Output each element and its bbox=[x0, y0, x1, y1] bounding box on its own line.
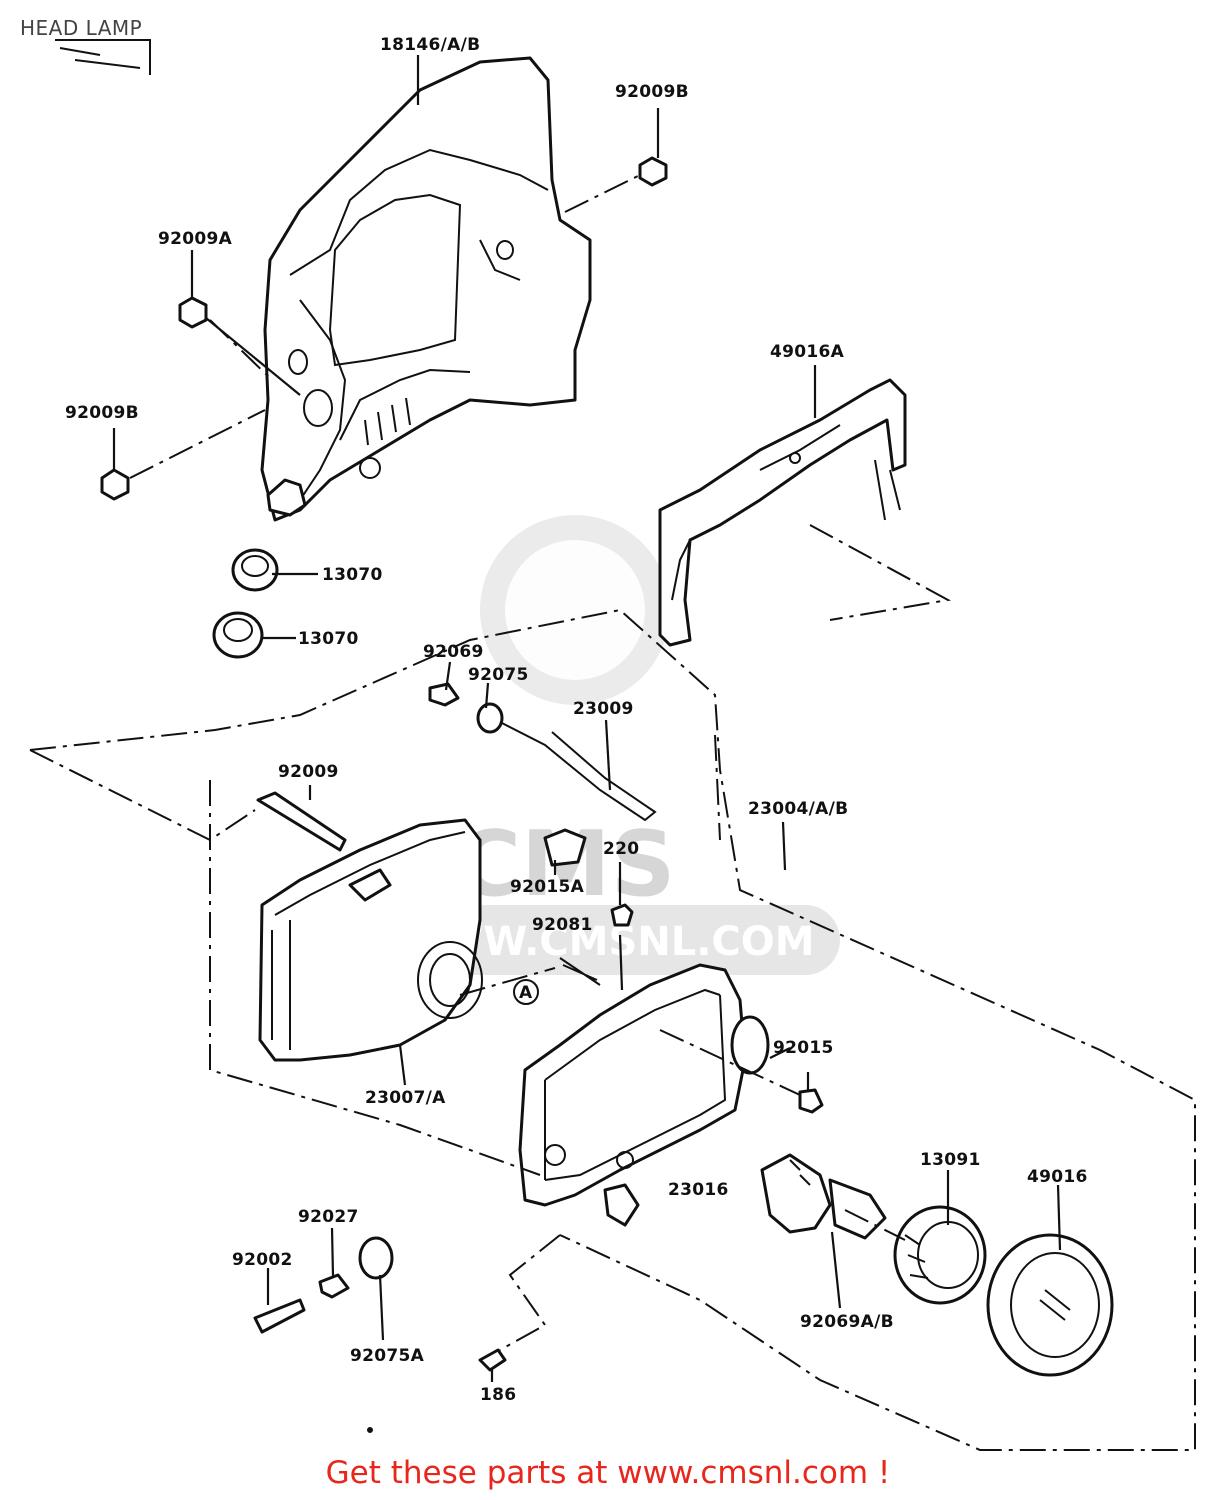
callout-13070-a: 13070 bbox=[322, 565, 383, 585]
guide-lines bbox=[29, 174, 1196, 1451]
headlamp-frame bbox=[518, 963, 824, 1227]
callout-23007: 23007/A bbox=[365, 1088, 446, 1108]
callout-92069AB: 92069A/B bbox=[800, 1312, 894, 1332]
fasteners-bottom bbox=[253, 1236, 507, 1372]
callout-49016A: 49016A bbox=[770, 342, 845, 362]
stray-dot bbox=[367, 1427, 373, 1433]
footer-cta-link[interactable]: Get these parts at www.cmsnl.com ! bbox=[325, 1455, 891, 1491]
callout-13070-b: 13070 bbox=[298, 629, 359, 649]
callout-92015A: 92015A bbox=[510, 877, 585, 897]
callout-92009: 92009 bbox=[278, 762, 339, 782]
callout-18146: 18146/A/B bbox=[380, 35, 480, 55]
callout-13091: 13091 bbox=[920, 1150, 981, 1170]
callout-92015: 92015 bbox=[773, 1038, 834, 1058]
bulb-assembly bbox=[760, 1153, 1114, 1377]
callout-92081: 92081 bbox=[532, 915, 593, 935]
callout-49016: 49016 bbox=[1027, 1167, 1088, 1187]
fragment-top-left bbox=[55, 39, 151, 75]
headlamp-cover bbox=[260, 56, 592, 522]
callout-92009A: 92009A bbox=[158, 229, 233, 249]
bracket-49016A bbox=[658, 378, 907, 647]
callout-92027: 92027 bbox=[298, 1207, 359, 1227]
callout-92002: 92002 bbox=[232, 1250, 293, 1270]
callout-23004: 23004/A/B bbox=[748, 799, 848, 819]
callout-23016: 23016 bbox=[668, 1180, 729, 1200]
callout-186: 186 bbox=[480, 1385, 516, 1405]
callout-220: 220 bbox=[603, 839, 639, 859]
callout-23009: 23009 bbox=[573, 699, 634, 719]
callout-labels: 18146/A/B 92009B 92009A 92009B 49016A 13… bbox=[65, 35, 1088, 1405]
fasteners-middle bbox=[256, 682, 657, 986]
page-title: HEAD LAMP bbox=[20, 16, 143, 40]
leader-lines bbox=[112, 55, 1062, 1382]
small-parts-top bbox=[100, 156, 668, 659]
callout-A: A bbox=[519, 983, 533, 1003]
headlamp-unit bbox=[258, 818, 539, 1062]
callout-92009B-left: 92009B bbox=[65, 403, 139, 423]
callout-92069: 92069 bbox=[423, 642, 484, 662]
callout-92075: 92075 bbox=[468, 665, 529, 685]
callout-92075A: 92075A bbox=[350, 1346, 425, 1366]
callout-92009B-top: 92009B bbox=[615, 82, 689, 102]
